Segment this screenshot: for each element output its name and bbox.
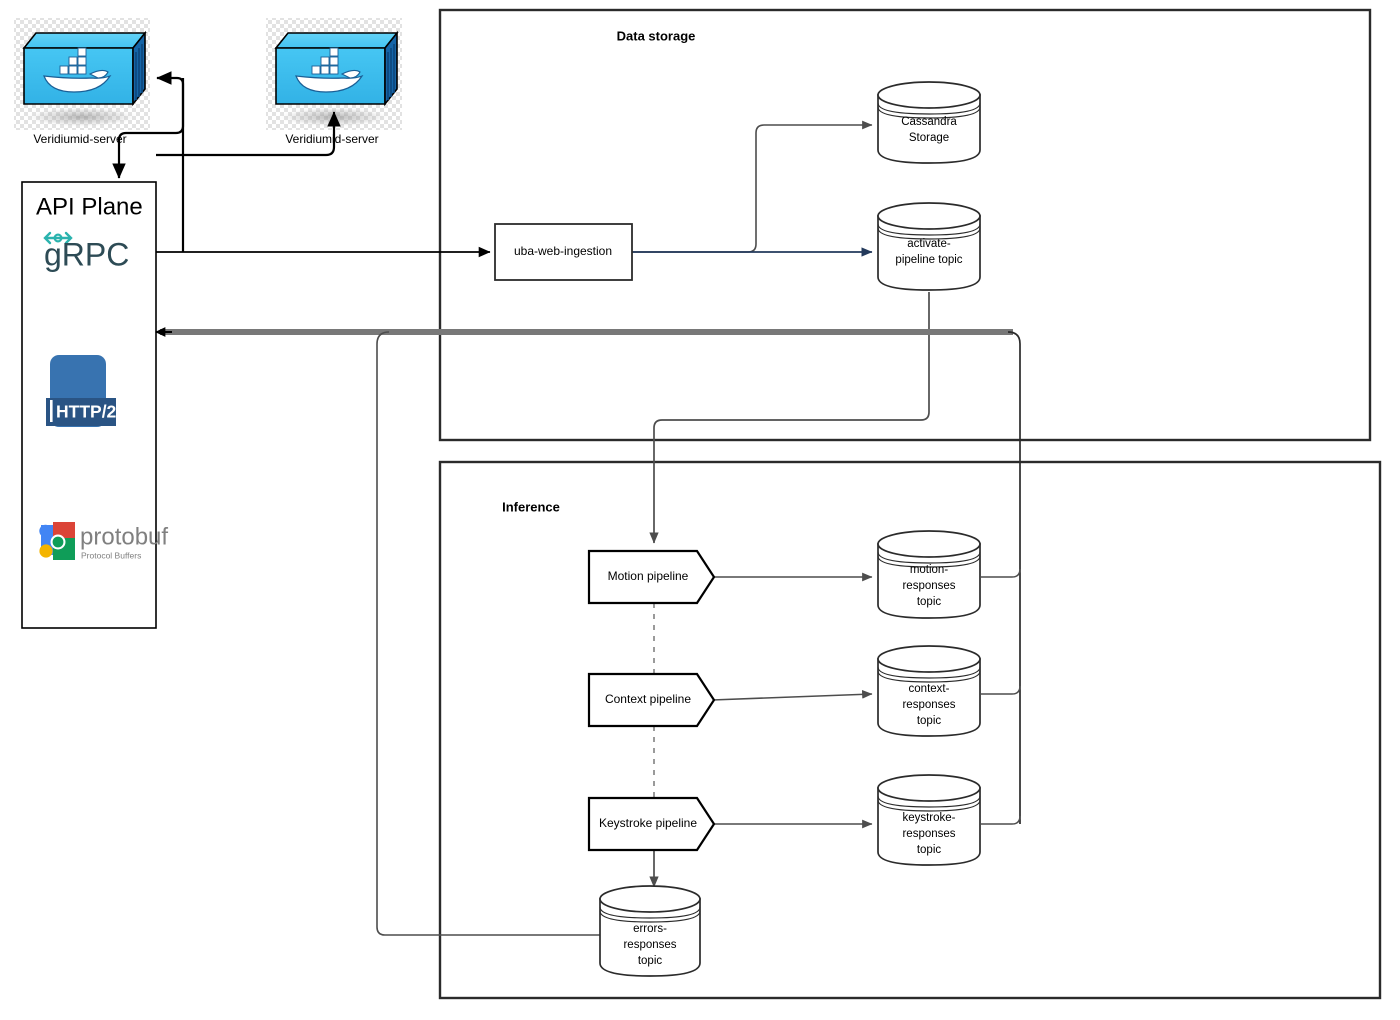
motion-responses-topic-line-2: responses: [902, 580, 955, 592]
context-pipeline-label: Context pipeline: [605, 692, 691, 706]
cassandra-storage-line-1: Cassandra: [901, 116, 957, 128]
uba-web-ingestion-node[interactable]: uba-web-ingestion: [494, 223, 633, 281]
inference-border: [438, 460, 1382, 1000]
edge-response-collector: [1007, 331, 1021, 824]
edge-server-to-api-plane: [112, 78, 185, 179]
errors-responses-topic-line-2: responses: [623, 939, 676, 951]
docker-container-icon: [22, 30, 147, 107]
keystroke-pipeline-label: Keystroke pipeline: [599, 816, 697, 830]
veridiumid-server-1[interactable]: Veridiumid-server: [14, 18, 150, 146]
errors-responses-topic-node[interactable]: errors- responses topic: [599, 885, 701, 977]
uba-web-ingestion-box: [494, 223, 633, 281]
edge-context-topic-to-collector: [981, 685, 1021, 695]
context-pipeline-node[interactable]: Context pipeline: [587, 672, 716, 728]
data-storage-title: Data storage: [617, 28, 696, 43]
edge-motion-topic-to-collector: [981, 568, 1021, 578]
docker-whale-glyph: [295, 47, 364, 93]
http2-logo-label: HTTP/2: [56, 402, 117, 422]
edge-ingestion-to-cassandra: [632, 120, 873, 253]
group-inference: Inference: [438, 460, 1382, 1000]
context-responses-topic-line-3: topic: [917, 715, 942, 727]
inference-title: Inference: [502, 499, 560, 514]
protobuf-logo: protobuf Protocol Buffers: [39, 522, 168, 560]
errors-responses-topic-line-1: errors-: [633, 923, 667, 935]
server-1-shadow: [24, 107, 140, 127]
context-pipeline-shape: [587, 672, 716, 728]
protobuf-logo-label: protobuf: [80, 523, 168, 550]
edge-context-pipeline-to-topic: [711, 690, 873, 701]
activate-pipeline-topic-node[interactable]: activate- pipeline topic: [877, 202, 981, 291]
docker-whale-glyph: [43, 47, 112, 93]
motion-responses-topic-line-3: topic: [917, 596, 942, 608]
keystroke-pipeline-node[interactable]: Keystroke pipeline: [587, 796, 716, 852]
veridiumid-server-2[interactable]: Veridiumid-server: [266, 18, 402, 146]
motion-pipeline-label: Motion pipeline: [608, 569, 689, 583]
server-1-label: Veridiumid-server: [33, 132, 126, 146]
edge-errors-topic-to-api-plane: [376, 331, 600, 936]
http2-logo: HTTP/2: [46, 355, 117, 427]
motion-pipeline-node[interactable]: Motion pipeline: [587, 549, 716, 605]
activate-pipeline-topic-line-1: activate-: [907, 238, 951, 250]
motion-responses-topic-node[interactable]: motion- responses topic: [877, 530, 981, 619]
edge-to-server-2: [156, 111, 341, 157]
protobuf-logo-sublabel: Protocol Buffers: [81, 550, 141, 560]
http2-logo-band: [46, 398, 116, 426]
edge-to-server-1: [156, 71, 185, 252]
server-2-label: Veridiumid-server: [285, 132, 378, 146]
keystroke-pipeline-shape: [587, 796, 716, 852]
edge-keystroke-topic-to-collector: [981, 815, 1021, 825]
api-plane-title: API Plane: [36, 193, 143, 220]
keystroke-responses-topic-line-2: responses: [902, 828, 955, 840]
keystroke-responses-topic-line-1: keystroke-: [902, 812, 955, 824]
motion-responses-topic-line-1: motion-: [910, 564, 949, 576]
group-data-storage: Data storage: [438, 8, 1372, 442]
context-responses-topic-line-2: responses: [902, 699, 955, 711]
docker-container-icon: [274, 30, 399, 107]
motion-pipeline-shape: [587, 549, 716, 605]
context-responses-topic-line-1: context-: [909, 683, 950, 695]
keystroke-responses-topic-node[interactable]: keystroke- responses topic: [877, 774, 981, 866]
cassandra-storage-node[interactable]: Cassandra Storage: [877, 81, 981, 164]
data-storage-border: [438, 8, 1372, 442]
uba-web-ingestion-label: uba-web-ingestion: [514, 244, 612, 258]
keystroke-responses-topic-line-3: topic: [917, 844, 942, 856]
activate-pipeline-topic-line-2: pipeline topic: [895, 254, 962, 266]
errors-responses-topic-line-3: topic: [638, 955, 663, 967]
grpc-logo-label: gRPC: [44, 236, 129, 272]
grpc-logo: gRPC: [43, 231, 129, 272]
edge-activate-topic-to-motion-pipeline: [649, 292, 930, 544]
cassandra-storage-line-2: Storage: [909, 132, 949, 144]
context-responses-topic-node[interactable]: context- responses topic: [877, 645, 981, 737]
